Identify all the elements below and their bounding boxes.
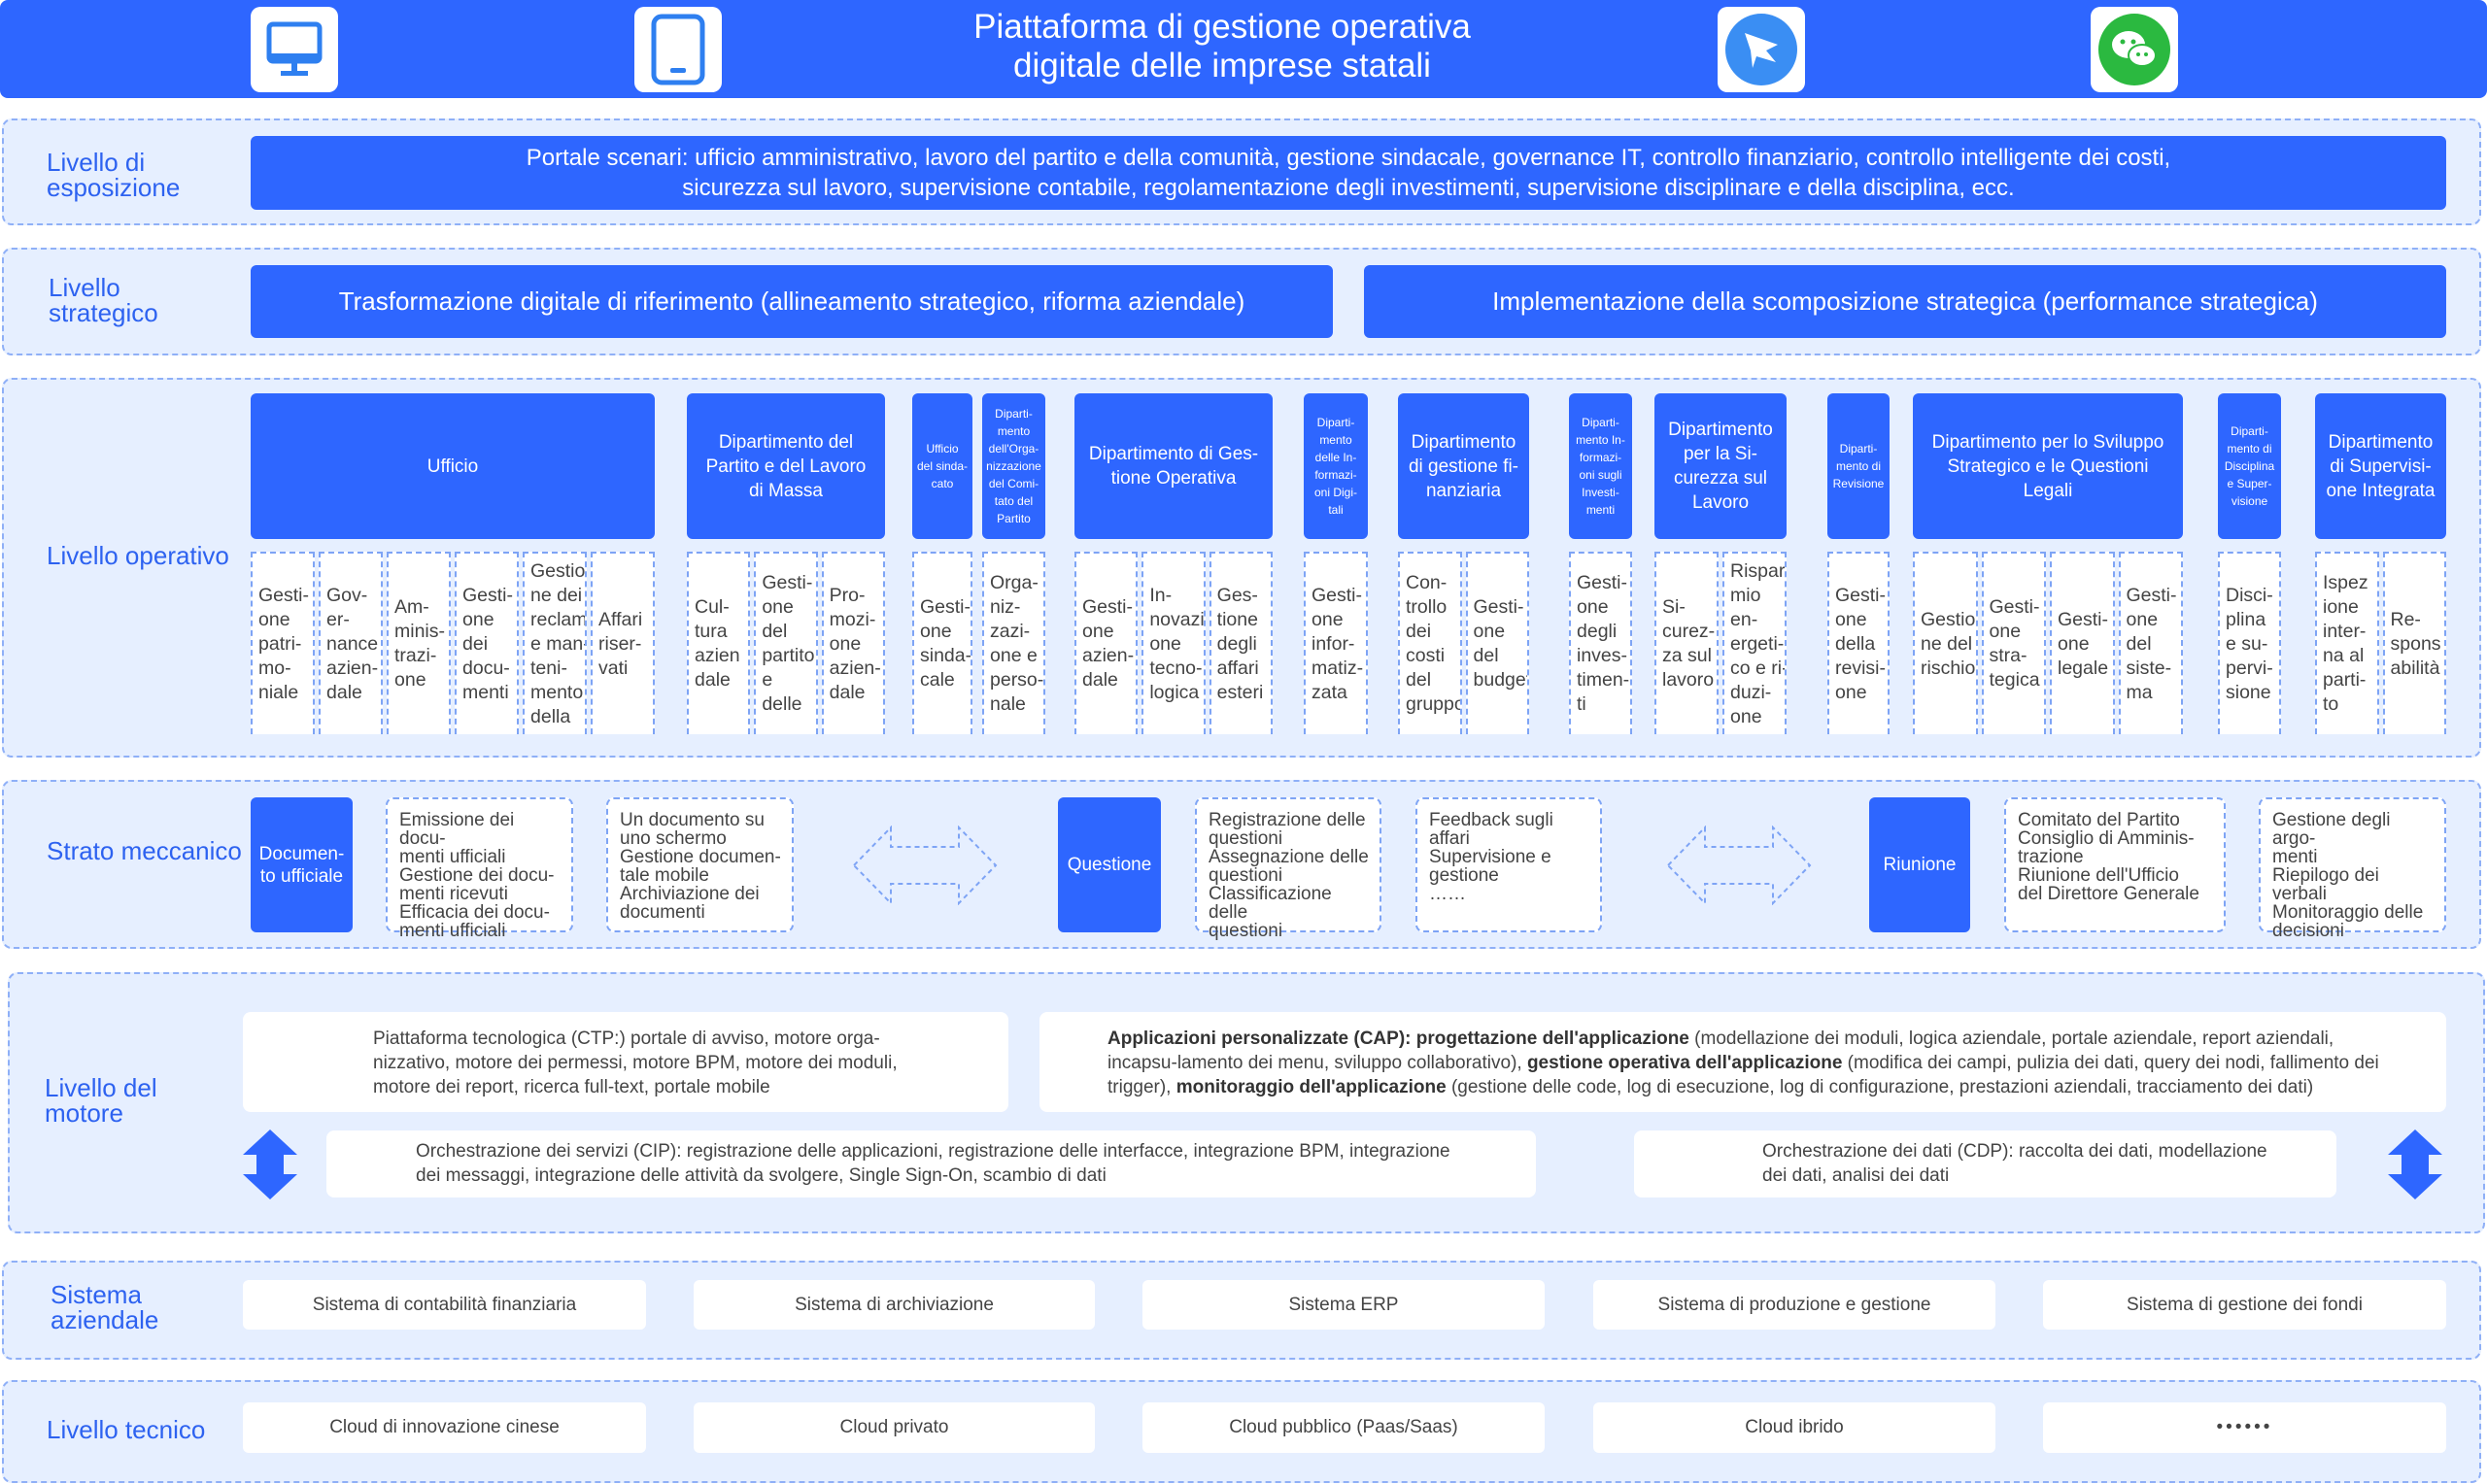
department-box: Dipartimento del Partito e del Lavoro di… — [687, 393, 885, 539]
function-cell: Ges- tione degli affari esteri — [1209, 552, 1273, 734]
strategic-box-right: Implementazione della scomposizione stra… — [1364, 265, 2446, 338]
function-cell: Si- curez- za sul lavoro — [1654, 552, 1719, 734]
function-cell: Gov- er- nance azien- dale — [319, 552, 383, 734]
title-line-1: Piattaforma di gestione operativa — [973, 8, 1471, 46]
department-box: Dipartimento di Supervisi- one Integrata — [2315, 393, 2446, 539]
meeting-details-1: Comitato del Partito Consiglio di Ammini… — [2004, 797, 2226, 932]
scenario-portal-box: Portale scenari: ufficio amministrativo,… — [251, 136, 2446, 210]
function-cell: Cul- tura azien dale — [687, 552, 751, 734]
document-details-2: Un documento su uno schermo Gestione doc… — [606, 797, 794, 932]
department-box: Diparti- mento delle In- formazi- oni Di… — [1304, 393, 1368, 539]
cloud-item-more: •••••• — [2043, 1402, 2446, 1453]
function-cell: Am- minis- trazi- one — [387, 552, 451, 734]
cloud-item: Cloud ibrido — [1593, 1402, 1995, 1453]
department-box: Dipartimento di Ges- tione Operativa — [1074, 393, 1273, 539]
function-cell: Gesti- one stra- tegica — [1981, 552, 2046, 734]
department-box: Diparti- mento di Disciplina e Super- vi… — [2218, 393, 2281, 539]
layer-label: Livello di esposizione — [47, 148, 181, 202]
function-cell: Orga- niz- zazi- one e perso- nale — [982, 552, 1045, 734]
function-cell: Gesti- one della revisi- one — [1827, 552, 1890, 734]
function-cell: Gesti- one del budget — [1465, 552, 1529, 734]
department-box: Ufficio del sinda- cato — [912, 393, 972, 539]
monitor-icon[interactable] — [251, 7, 338, 92]
vertical-double-arrow-icon — [243, 1130, 297, 1199]
department-box: Dipartimento per la Si- curezza sul Lavo… — [1654, 393, 1787, 539]
scenario-text-line-1: Portale scenari: ufficio amministrativo,… — [526, 145, 2171, 171]
department-box: Diparti- mento di Revisione — [1827, 393, 1890, 539]
layer-label: Livello strategico — [49, 273, 158, 327]
function-cell: Re- spons abilità — [2382, 552, 2446, 734]
layer-label: Livello del motore — [45, 1073, 157, 1128]
cdp-box: Orchestrazione dei dati (CDP): raccolta … — [1634, 1130, 2336, 1197]
department-box: Diparti- mento In- formazi- oni sugli In… — [1569, 393, 1632, 539]
title-line-2: digitale delle imprese statali — [1013, 47, 1431, 84]
function-cell: Gesti- one del partito e delle — [754, 552, 818, 734]
cap-text: (modellazione dei moduli, logica azienda… — [1107, 1029, 2334, 1073]
cap-heading: monitoraggio dell'applicazione — [1175, 1077, 1447, 1097]
wechat-icon[interactable] — [2091, 7, 2178, 92]
meeting-box: Riunione — [1869, 797, 1970, 932]
system-item: Sistema di contabilità finanziaria — [243, 1280, 646, 1330]
function-cell: Rispar- mio en- ergeti- co e ri- duzi- o… — [1722, 552, 1787, 734]
issue-details-1: Registrazione delle questioni Assegnazio… — [1195, 797, 1381, 940]
department-box: Dipartimento per lo Sviluppo Strategico … — [1913, 393, 2183, 539]
cloud-item: Cloud pubblico (Paas/Saas) — [1142, 1402, 1545, 1453]
system-item: Sistema di archiviazione — [694, 1280, 1095, 1330]
tablet-icon[interactable] — [634, 7, 722, 92]
layer-label: Sistema aziendale — [51, 1280, 159, 1334]
meeting-details-2: Gestione degli argo- menti Riepilogo dei… — [2259, 797, 2446, 940]
cloud-item: Cloud di innovazione cinese — [243, 1402, 646, 1453]
double-arrow-icon — [1666, 826, 1812, 905]
department-box: Ufficio — [251, 393, 655, 539]
function-cell: Gestio- ne dei reclami e man- teni- ment… — [523, 552, 587, 734]
cip-box: Orchestrazione dei servizi (CIP): regist… — [326, 1130, 1536, 1197]
function-cell: Gesti- one azien- dale — [1074, 552, 1139, 734]
system-item: Sistema di produzione e gestione — [1593, 1280, 1995, 1330]
function-cell: Gesti- one dei docu- menti — [455, 552, 519, 734]
layer-label: Livello operativo — [47, 541, 229, 570]
cloud-item: Cloud privato — [694, 1402, 1095, 1453]
function-cell: Affari riser- vati — [591, 552, 655, 734]
issue-box: Questione — [1058, 797, 1161, 932]
function-cell: Pro- mozi- one azien- dale — [821, 552, 885, 734]
function-cell: Gesti- one legale — [2050, 552, 2115, 734]
strategic-box-left: Trasformazione digitale di riferimento (… — [251, 265, 1333, 338]
ctp-box: Piattaforma tecnologica (CTP:) portale d… — [243, 1012, 1008, 1112]
function-cell: Gesti- one degli inves- timen- ti — [1569, 552, 1632, 734]
system-item: Sistema ERP — [1142, 1280, 1545, 1330]
function-cell: Con- trollo dei costi del gruppo — [1398, 552, 1462, 734]
cap-text: (gestione delle code, log di esecuzione,… — [1446, 1077, 2314, 1097]
system-item: Sistema di gestione dei fondi — [2043, 1280, 2446, 1330]
cap-box: Applicazioni personalizzate (CAP): proge… — [1039, 1012, 2446, 1112]
scenario-text-line-2: sicurezza sul lavoro, supervisione conta… — [682, 175, 2015, 201]
function-cell: Gestio- ne del rischio — [1913, 552, 1978, 734]
function-cell: Gesti- one infor- matiz- zata — [1304, 552, 1368, 734]
department-box: Diparti- mento dell'Orga- nizzazione del… — [982, 393, 1045, 539]
function-cell: Disci- plina e su- pervi- sione — [2218, 552, 2281, 734]
cap-heading: gestione operativa dell'applicazione — [1526, 1053, 1843, 1073]
layer-label: Strato meccanico — [47, 836, 242, 865]
cap-heading: progettazione dell'applicazione — [1415, 1029, 1689, 1049]
cap-text: (modifica dei campi, pulizia dei dati, q… — [1107, 1053, 2379, 1097]
vertical-double-arrow-icon — [2388, 1130, 2442, 1199]
function-cell: Gesti- one sinda- cale — [912, 552, 972, 734]
official-document-box: Documen- to ufficiale — [251, 797, 353, 932]
cap-heading: Applicazioni personalizzate (CAP): — [1107, 1029, 1416, 1049]
department-box: Dipartimento di gestione fi- nanziaria — [1398, 393, 1529, 539]
layer-label: Livello tecnico — [47, 1415, 206, 1444]
feishu-icon[interactable] — [1718, 7, 1805, 92]
function-cell: In- novazi one tecno- logica — [1141, 552, 1206, 734]
function-cell: Gesti- one del siste- ma — [2118, 552, 2183, 734]
document-details-1: Emissione dei docu- menti ufficiali Gest… — [386, 797, 573, 940]
function-cell: Ispez ione inter- na al parti- to — [2315, 552, 2379, 734]
double-arrow-icon — [852, 826, 998, 905]
issue-details-2: Feedback sugli affari Supervisione e ges… — [1415, 797, 1602, 932]
function-cell: Gesti- one patri- mo- niale — [251, 552, 315, 734]
